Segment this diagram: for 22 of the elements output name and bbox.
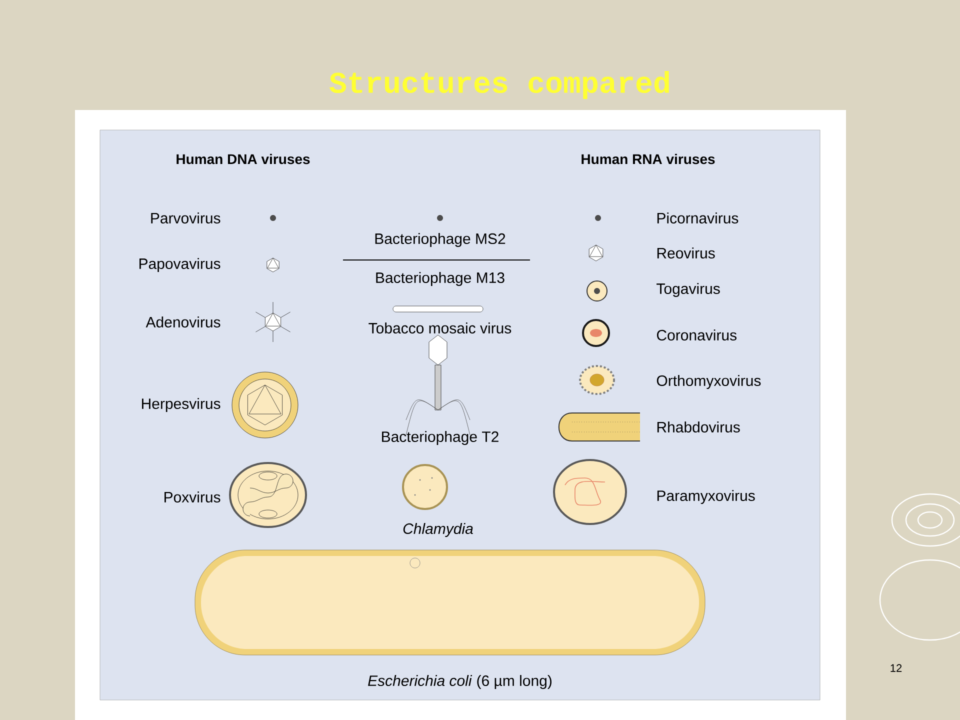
column-heading: Human DNA viruses	[176, 154, 310, 164]
virus-name: Paramyxovirus	[657, 490, 755, 504]
virus-name: Coronavirus	[656, 330, 736, 340]
page-number: 12	[890, 664, 902, 672]
virus-name: Herpesvirus	[142, 398, 220, 412]
virus-name: Reovirus	[657, 248, 715, 258]
slide-title: Structures compared	[330, 71, 669, 99]
virus-name: Parvovirus	[151, 212, 220, 224]
virus-name: Bacteriophage MS2	[375, 233, 506, 247]
virus-name: Rhabdovirus	[657, 422, 740, 432]
organism-name: Escherichia coli (6 µm long)	[368, 675, 552, 689]
virus-name: Papovavirus	[139, 258, 220, 272]
virus-name: Bacteriophage T2	[382, 431, 498, 445]
virus-name: Bacteriophage M13	[376, 272, 504, 286]
virus-name: Poxvirus	[164, 492, 220, 502]
column-heading: Human RNA viruses	[582, 154, 715, 164]
virus-name: Orthomyxovirus	[656, 375, 761, 389]
virus-name: Adenovirus	[146, 316, 220, 328]
virus-name: Togavirus	[656, 283, 720, 297]
virus-name: Picornavirus	[657, 212, 738, 224]
organism-name: Chlamydia	[403, 523, 473, 537]
virus-name: Tobacco mosaic virus	[368, 322, 512, 334]
